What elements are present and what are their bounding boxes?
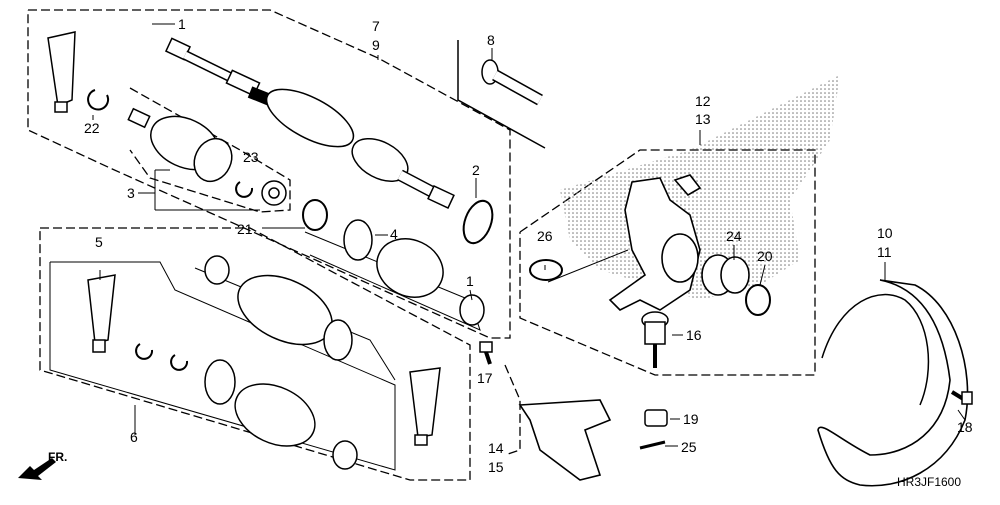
- callout-3: 3: [127, 185, 135, 201]
- shaft8-bracket: [457, 40, 546, 149]
- callout-12: 12: [695, 93, 711, 109]
- callout-16: 16: [686, 327, 702, 343]
- disc-cover-inner: [821, 293, 930, 406]
- grease-tube-lower: [87, 274, 441, 446]
- callout-1-top: 1: [178, 16, 186, 32]
- drive-shaft: [164, 37, 455, 209]
- bolt-17: [479, 341, 493, 365]
- callout-19: 19: [683, 411, 699, 427]
- callout-14: 14: [488, 440, 504, 456]
- boot-4: [343, 219, 485, 326]
- border-driveshaft-group: [27, 9, 511, 339]
- border-knuckle-group: [519, 149, 816, 376]
- cotter-pin-25: [639, 440, 666, 450]
- callout-24: 24: [726, 228, 742, 244]
- circlip-lower-b: [170, 354, 189, 371]
- callout-20: 20: [757, 248, 773, 264]
- callout-4: 4: [390, 226, 398, 242]
- bolt-18: [950, 390, 973, 405]
- callout-25: 25: [681, 439, 697, 455]
- callout-1-bottom: 1: [466, 273, 474, 289]
- circlip-22: [87, 89, 110, 111]
- callout-21: 21: [237, 221, 253, 237]
- group-borders: [27, 9, 816, 481]
- diagram-code: HR3JF1600: [897, 475, 961, 489]
- disc-cover: [817, 279, 969, 487]
- shaft-8: [481, 59, 543, 106]
- callout-23: 23: [243, 149, 259, 165]
- nut-19: [644, 409, 668, 427]
- callout-5: 5: [95, 234, 103, 250]
- bearing-24: [701, 254, 750, 296]
- ball-joint-16: [641, 311, 669, 368]
- callout-6: 6: [130, 429, 138, 445]
- callout-15: 15: [488, 459, 504, 475]
- grease-tube-top: [47, 31, 76, 113]
- ring-21: [302, 199, 328, 231]
- circlip-26: [529, 259, 564, 281]
- callout-13: 13: [695, 111, 711, 127]
- callout-8: 8: [487, 32, 495, 48]
- callout-11: 11: [877, 244, 892, 260]
- knuckle: [608, 174, 702, 311]
- callout-22: 22: [84, 120, 100, 136]
- boot-kit-lower: [204, 255, 358, 470]
- callout-26: 26: [537, 228, 553, 244]
- callout-7: 7: [372, 18, 380, 34]
- circlip-20: [745, 284, 771, 316]
- circlip-lower-a: [135, 343, 154, 360]
- callout-9: 9: [372, 37, 380, 53]
- callout-2: 2: [472, 162, 480, 178]
- border-bracket-group: [504, 364, 521, 456]
- callout-10: 10: [877, 225, 893, 241]
- bracket-14: [518, 399, 612, 481]
- border-boot-kit-group: [39, 227, 471, 481]
- border-inner-joint-group: [129, 87, 291, 213]
- callout-18: 18: [957, 419, 973, 435]
- front-direction-arrow: [18, 458, 56, 480]
- direction-label: FR.: [48, 450, 67, 464]
- leader-lines: [92, 23, 966, 447]
- circlip-23: [235, 181, 254, 198]
- callout-17: 17: [477, 370, 493, 386]
- inner-cv-joint: [127, 107, 287, 206]
- band-2: [462, 199, 494, 245]
